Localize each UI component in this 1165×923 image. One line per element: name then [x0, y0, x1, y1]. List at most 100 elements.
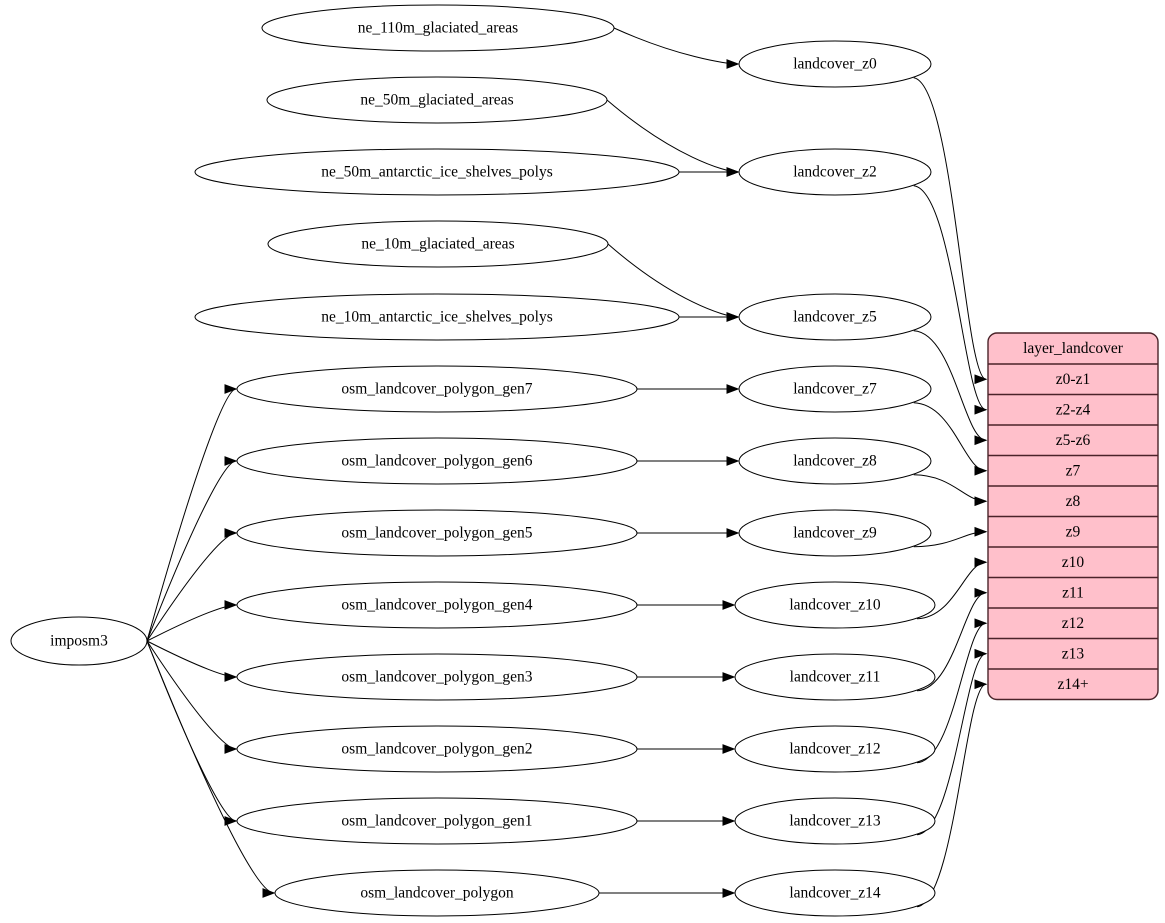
node-landcover_z12[interactable]: landcover_z12	[734, 725, 936, 773]
node-ellipse	[236, 365, 638, 413]
edge	[146, 640, 237, 678]
table-row-label[interactable]: z14+	[1057, 676, 1088, 693]
edge-to-layer-row	[913, 330, 987, 441]
node-label: landcover_z12	[789, 741, 880, 758]
node-landcover_z9[interactable]: landcover_z9	[738, 509, 932, 557]
table-row-label[interactable]: z7	[1066, 462, 1081, 479]
node-ellipse	[734, 581, 936, 629]
node-landcover_z7[interactable]: landcover_z7	[738, 365, 932, 413]
edge-arrowhead	[974, 557, 988, 568]
node-osm_landcover_polygon_gen6[interactable]: osm_landcover_polygon_gen6	[236, 437, 638, 485]
node-ellipse	[738, 365, 932, 413]
node-label: landcover_z5	[793, 309, 877, 326]
node-label: landcover_z7	[793, 381, 877, 398]
node-landcover_z0[interactable]: landcover_z0	[738, 40, 932, 88]
table-row-label[interactable]: z9	[1066, 523, 1081, 540]
node-ellipse	[734, 653, 936, 701]
edge	[146, 388, 237, 642]
node-label: ne_10m_glaciated_areas	[361, 236, 514, 253]
node-ellipse	[738, 148, 932, 196]
node-osm_landcover_polygon_gen1[interactable]: osm_landcover_polygon_gen1	[236, 797, 638, 845]
node-landcover_z2[interactable]: landcover_z2	[738, 148, 932, 196]
table-row-label[interactable]: z13	[1062, 645, 1085, 662]
table-row-label[interactable]: z5-z6	[1056, 432, 1091, 449]
node-ne_50m_antarctic_ice_shelves_polys[interactable]: ne_50m_antarctic_ice_shelves_polys	[194, 148, 680, 196]
node-label: osm_landcover_polygon_gen7	[341, 381, 532, 398]
node-ellipse	[734, 797, 936, 845]
edge-arrowhead	[974, 435, 988, 446]
node-label: ne_110m_glaciated_areas	[358, 20, 518, 37]
edge-arrowhead	[726, 59, 740, 69]
node-ne_110m_glaciated_areas[interactable]: ne_110m_glaciated_areas	[261, 4, 615, 52]
edge	[146, 460, 237, 642]
edge-arrowhead	[224, 600, 238, 610]
node-ellipse	[236, 437, 638, 485]
layer-landcover-table: layer_landcover z0-z1 z2-z4 z5-z6 z7 z8 z9 z10 z…	[987, 332, 1159, 701]
node-landcover_z5[interactable]: landcover_z5	[738, 293, 932, 341]
edges-layer	[146, 27, 988, 908]
node-ellipse	[738, 509, 932, 557]
edge-arrowhead	[224, 672, 238, 682]
node-osm_landcover_polygon_gen3[interactable]: osm_landcover_polygon_gen3	[236, 653, 638, 701]
node-ellipse	[738, 40, 932, 88]
edge-arrowhead	[722, 672, 736, 682]
node-ne_10m_antarctic_ice_shelves_polys[interactable]: ne_10m_antarctic_ice_shelves_polys	[194, 293, 680, 341]
table-row-label[interactable]: z8	[1066, 493, 1081, 510]
node-ellipse	[236, 725, 638, 773]
node-label: landcover_z2	[793, 164, 877, 181]
edge-arrowhead	[974, 465, 988, 476]
node-landcover_z11[interactable]: landcover_z11	[734, 653, 936, 701]
edge-arrowhead	[974, 404, 988, 415]
edge-arrowhead	[726, 456, 740, 466]
node-osm_landcover_polygon_gen4[interactable]: osm_landcover_polygon_gen4	[236, 581, 638, 629]
node-ellipse	[236, 653, 638, 701]
node-label: osm_landcover_polygon_gen1	[341, 813, 532, 830]
edge-to-layer-row	[916, 683, 987, 908]
edge-arrowhead	[974, 526, 988, 537]
node-ellipse	[10, 616, 148, 666]
node-landcover_z10[interactable]: landcover_z10	[734, 581, 936, 629]
node-osm_landcover_polygon_gen5[interactable]: osm_landcover_polygon_gen5	[236, 509, 638, 557]
node-label: landcover_z14	[789, 885, 880, 902]
nodes-layer: imposm3 ne_110m_glaciated_areas ne_50m_gla…	[10, 4, 936, 917]
node-label: ne_50m_glaciated_areas	[360, 92, 513, 109]
node-ellipse	[267, 220, 609, 268]
node-landcover_z14[interactable]: landcover_z14	[734, 869, 936, 917]
node-ellipse	[236, 797, 638, 845]
node-ellipse	[236, 509, 638, 557]
edge-to-layer-row	[913, 185, 987, 411]
node-ellipse	[738, 293, 932, 341]
node-landcover_z8[interactable]: landcover_z8	[738, 437, 932, 485]
edge-arrowhead	[726, 384, 740, 394]
edge	[146, 640, 237, 822]
node-osm_landcover_polygon[interactable]: osm_landcover_polygon	[274, 869, 600, 917]
table-row-label[interactable]: z2-z4	[1056, 401, 1091, 418]
edge-arrowhead	[262, 888, 276, 898]
node-ellipse	[236, 581, 638, 629]
table-row-label[interactable]: z10	[1062, 554, 1085, 571]
edge-arrowhead	[722, 888, 736, 898]
node-osm_landcover_polygon_gen2[interactable]: osm_landcover_polygon_gen2	[236, 725, 638, 773]
node-landcover_z13[interactable]: landcover_z13	[734, 797, 936, 845]
edge	[146, 640, 275, 894]
table-header-label: layer_landcover	[1023, 340, 1124, 357]
node-label: osm_landcover_polygon_gen5	[341, 525, 532, 542]
edge-arrowhead	[974, 648, 988, 659]
node-imposm3[interactable]: imposm3	[10, 616, 148, 666]
node-ne_50m_glaciated_areas[interactable]: ne_50m_glaciated_areas	[266, 76, 608, 124]
node-label: osm_landcover_polygon	[360, 885, 514, 902]
node-label: landcover_z11	[790, 669, 881, 686]
node-ne_10m_glaciated_areas[interactable]: ne_10m_glaciated_areas	[267, 220, 609, 268]
edge-arrowhead	[224, 384, 238, 394]
node-osm_landcover_polygon_gen7[interactable]: osm_landcover_polygon_gen7	[236, 365, 638, 413]
node-ellipse	[734, 725, 936, 773]
node-label: landcover_z13	[789, 813, 880, 830]
table-row-label[interactable]: z11	[1062, 584, 1084, 601]
edge-arrowhead	[726, 167, 740, 177]
edge-arrowhead	[974, 587, 988, 598]
table-row-label[interactable]: z0-z1	[1056, 371, 1090, 388]
edge	[146, 640, 237, 750]
node-ellipse	[261, 4, 615, 52]
table-row-label[interactable]: z12	[1062, 615, 1084, 632]
